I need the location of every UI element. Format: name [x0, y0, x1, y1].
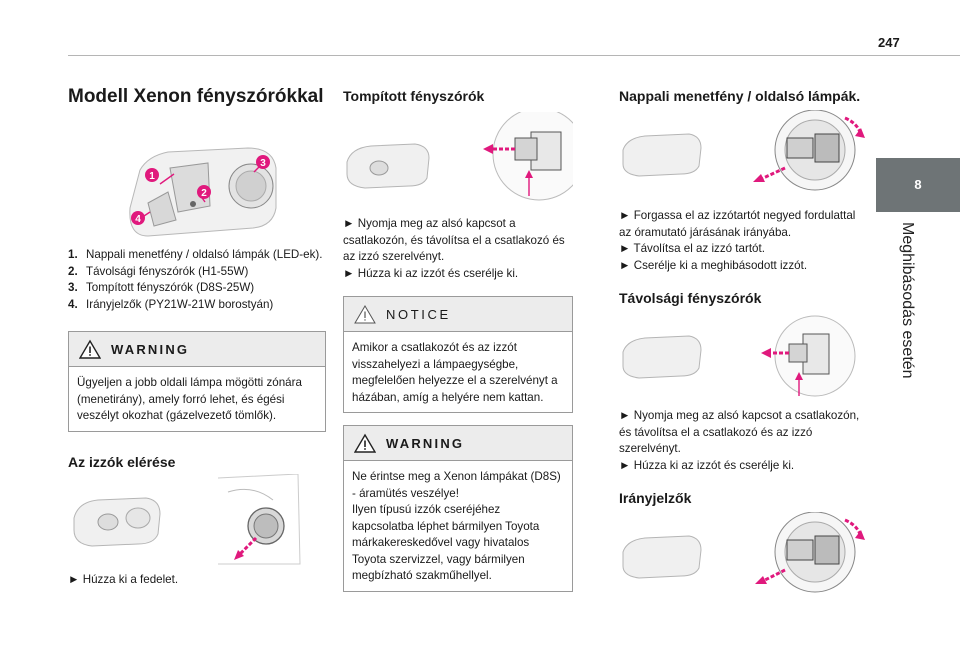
- warning-label: WARNING: [111, 341, 190, 357]
- callout-1: 1: [145, 168, 159, 182]
- column-xenon-model: Modell Xenon fényszórókkal 1 2 3 4 1.Nap…: [68, 80, 326, 588]
- daytime-lamp-figure: [619, 109, 869, 194]
- access-figure: [68, 472, 326, 566]
- chapter-tab[interactable]: 8: [876, 158, 960, 212]
- svg-text:3: 3: [260, 158, 266, 169]
- notice-triangle-icon: [354, 305, 376, 324]
- warning-box: WARNING Ne érintse meg a Xenon lámpákat …: [343, 425, 573, 592]
- bulb-list: 1.Nappali menetfény / oldalsó lámpák (LE…: [68, 247, 326, 313]
- column-dipped-beam: Tompított fényszórók ► Nyomja meg az als…: [343, 80, 586, 592]
- svg-text:2: 2: [201, 188, 207, 199]
- warning-triangle-icon: [79, 339, 101, 359]
- daytime-lamp-illustration: [622, 109, 865, 191]
- warning-box: WARNING Ügyeljen a jobb oldali lámpa mög…: [68, 331, 326, 432]
- warning-line: Ilyen típusú izzók cseréjéhez kapcsolatb…: [352, 503, 540, 582]
- access-title: Az izzók elérése: [68, 453, 176, 470]
- column-daytime-lamps: Nappali menetfény / oldalsó lámpák. ► Fo…: [619, 80, 869, 596]
- notice-text: Amikor a csatlakozót és az izzót visszah…: [352, 341, 558, 404]
- section-title: Nappali menetfény / oldalsó lámpák.: [619, 88, 861, 104]
- list-item: 2.Távolsági fényszórók (H1-55W): [68, 264, 249, 278]
- warning-header: WARNING: [344, 426, 572, 461]
- list-item: 4.Irányjelzők (PY21W-21W borostyán): [68, 297, 274, 311]
- high-beam-figure: [619, 314, 869, 398]
- cover-removal-illustration: [73, 472, 301, 564]
- high-beam-illustration: [622, 315, 856, 397]
- daytime-steps: ► Forgassa el az izzótartót negyed fordu…: [619, 208, 869, 274]
- section-title: Tompított fényszórók: [343, 88, 485, 104]
- step-text: ► Nyomja meg az alsó kapcsot a csatlakoz…: [343, 217, 565, 263]
- step-text: ► Nyomja meg az alsó kapcsot a csatlakoz…: [619, 409, 860, 455]
- svg-text:1: 1: [149, 171, 155, 182]
- svg-text:4: 4: [135, 214, 141, 225]
- dipped-beam-steps: ► Nyomja meg az alsó kapcsot a csatlakoz…: [343, 216, 573, 282]
- section-title: Távolsági fényszórók: [619, 290, 762, 306]
- step-text: ► Forgassa el az izzótartót negyed fordu…: [619, 209, 856, 239]
- page-number: 247: [878, 35, 900, 50]
- dipped-beam-illustration: [346, 107, 586, 201]
- access-step: ► Húzza ki a fedelet.: [68, 572, 179, 586]
- step-text: ► Húzza ki az izzót és cserélje ki.: [343, 266, 519, 280]
- section-title: Irányjelzők: [619, 490, 692, 506]
- header-rule: [68, 55, 960, 56]
- section-title: Modell Xenon fényszórókkal: [68, 86, 324, 107]
- chapter-title: Meghibásodás esetén: [899, 222, 916, 379]
- notice-header: NOTICE: [344, 297, 572, 332]
- notice-box: NOTICE Amikor a csatlakozót és az izzót …: [343, 296, 573, 413]
- indicator-illustration: [622, 511, 865, 593]
- callout-2: 2: [197, 185, 211, 199]
- high-beam-steps: ► Nyomja meg az alsó kapcsot a csatlakoz…: [619, 408, 869, 474]
- indicator-figure: [619, 511, 869, 596]
- list-item: 3.Tompított fényszórók (D8S-25W): [68, 281, 255, 294]
- step-text: ► Távolítsa el az izzó tartót.: [619, 242, 765, 255]
- warning-label: WARNING: [386, 435, 465, 451]
- step-text: ► Húzza ki az izzót és cserélje ki.: [619, 458, 795, 472]
- dipped-beam-figure: [343, 107, 586, 204]
- warning-line: - áramütés veszélye!: [352, 486, 459, 500]
- warning-line: Ne érintse meg a Xenon lámpákat (D8S): [352, 470, 561, 483]
- step-text: ► Cserélje ki a meghibásodott izzót.: [619, 258, 808, 272]
- warning-header: WARNING: [69, 332, 325, 367]
- headlamp-figure: 1 2 3 4: [68, 108, 326, 247]
- headlamp-rear-illustration: 1 2 3 4: [68, 108, 326, 247]
- list-item: 1.Nappali menetfény / oldalsó lámpák (LE…: [68, 248, 323, 261]
- warning-text: Ügyeljen a jobb oldali lámpa mögötti zón…: [77, 376, 302, 422]
- warning-triangle-icon: [354, 433, 376, 453]
- notice-label: NOTICE: [386, 306, 451, 322]
- callout-4: 4: [131, 211, 145, 225]
- callout-3: 3: [256, 155, 270, 169]
